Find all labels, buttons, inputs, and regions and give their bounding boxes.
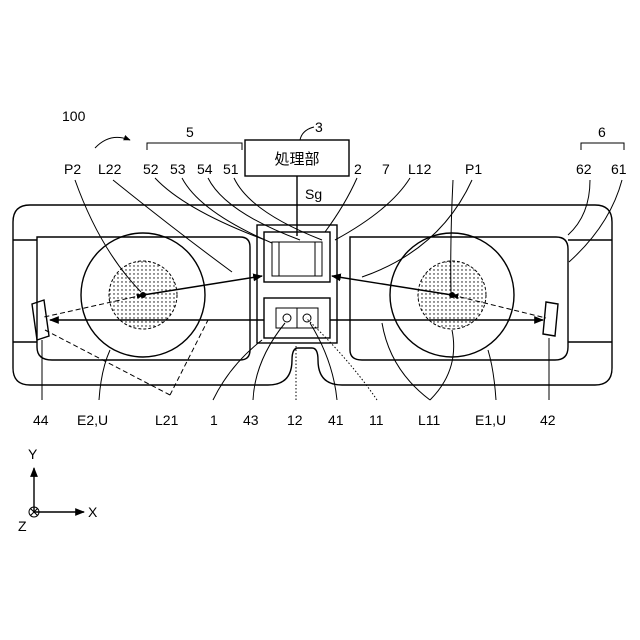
label-l11: L11 [418, 412, 441, 428]
label-61: 61 [611, 161, 627, 177]
label-5: 5 [186, 124, 194, 140]
label-52: 52 [143, 161, 159, 177]
label-42: 42 [540, 412, 556, 428]
center-module [257, 225, 337, 343]
label-54: 54 [197, 161, 213, 177]
axis-label-x: X [88, 504, 98, 520]
left-hinge [13, 240, 37, 342]
light-source-43 [283, 314, 291, 322]
label-6: 6 [598, 124, 606, 140]
label-p1: P1 [465, 161, 482, 177]
label-l12: L12 [408, 161, 432, 177]
label-100: 100 [62, 108, 86, 124]
processing-unit-label: 処理部 [274, 150, 319, 168]
label-3: 3 [315, 119, 323, 135]
axis-legend: Y X Z [18, 446, 98, 534]
label-11: 11 [369, 412, 384, 428]
label-l21: L21 [155, 412, 179, 428]
label-2: 2 [354, 161, 362, 177]
label-l22: L22 [98, 161, 122, 177]
right-hinge [568, 240, 612, 342]
label-51: 51 [223, 161, 239, 177]
label-p2: P2 [64, 161, 81, 177]
axis-label-z: Z [18, 518, 27, 534]
label-e2u: E2,U [77, 412, 108, 428]
sensor-42 [543, 302, 558, 336]
label-7: 7 [382, 161, 390, 177]
label-43: 43 [243, 412, 259, 428]
label-62: 62 [576, 161, 592, 177]
light-source-41 [303, 314, 311, 322]
label-41: 41 [328, 412, 344, 428]
label-e1u: E1,U [475, 412, 506, 428]
sensor-44 [32, 300, 49, 340]
label-53: 53 [170, 161, 186, 177]
label-sg: Sg [305, 186, 322, 202]
label-1: 1 [210, 412, 218, 428]
label-12: 12 [287, 412, 303, 428]
axis-label-y: Y [28, 446, 38, 462]
label-44: 44 [33, 412, 49, 428]
